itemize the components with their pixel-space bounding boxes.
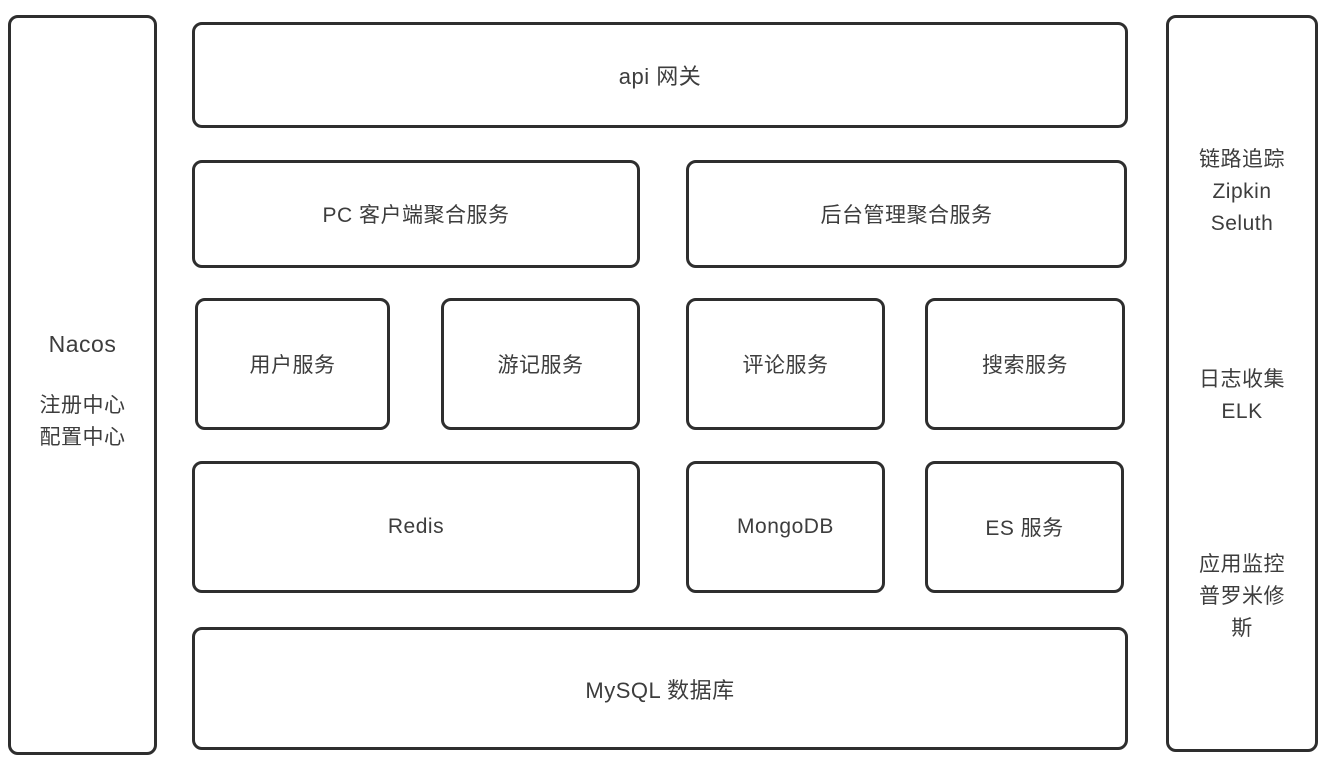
monitoring-tool-prometheus: 普罗米修斯 — [1199, 585, 1285, 640]
comment-service-box: 评论服务 — [686, 298, 885, 430]
nacos-role-registry: 注册中心 — [39, 394, 126, 417]
admin-aggregation-box: 后台管理聚合服务 — [686, 160, 1127, 268]
observability-panel: 链路追踪 Zipkin Seluth 日志收集 ELK 应用监控 普罗米修斯 — [1166, 15, 1318, 752]
tracing-label: 链路追踪 — [1199, 148, 1285, 171]
mysql-database-box: MySQL 数据库 — [192, 627, 1128, 750]
monitoring-label: 应用监控 — [1199, 553, 1285, 576]
nacos-panel: Nacos 注册中心 配置中心 — [8, 15, 157, 755]
logging-label: 日志收集 — [1199, 368, 1285, 391]
api-gateway-box: api 网关 — [192, 22, 1128, 128]
logging-group: 日志收集 ELK — [1190, 364, 1294, 428]
redis-box: Redis — [192, 461, 640, 593]
nacos-roles: 注册中心 配置中心 — [11, 390, 154, 454]
monitoring-group: 应用监控 普罗米修斯 — [1190, 549, 1294, 645]
tracing-tool-seluth: Seluth — [1210, 212, 1274, 235]
search-service-box: 搜索服务 — [925, 298, 1125, 430]
nacos-role-config: 配置中心 — [39, 426, 126, 449]
tracing-group: 链路追踪 Zipkin Seluth — [1190, 144, 1294, 240]
logging-tool-elk: ELK — [1221, 400, 1263, 423]
pc-client-aggregation-box: PC 客户端聚合服务 — [192, 160, 640, 268]
tracing-tool-zipkin: Zipkin — [1212, 180, 1272, 203]
user-service-box: 用户服务 — [195, 298, 390, 430]
mongodb-box: MongoDB — [686, 461, 885, 593]
travel-notes-service-box: 游记服务 — [441, 298, 640, 430]
nacos-title: Nacos — [48, 331, 117, 357]
es-service-box: ES 服务 — [925, 461, 1124, 593]
